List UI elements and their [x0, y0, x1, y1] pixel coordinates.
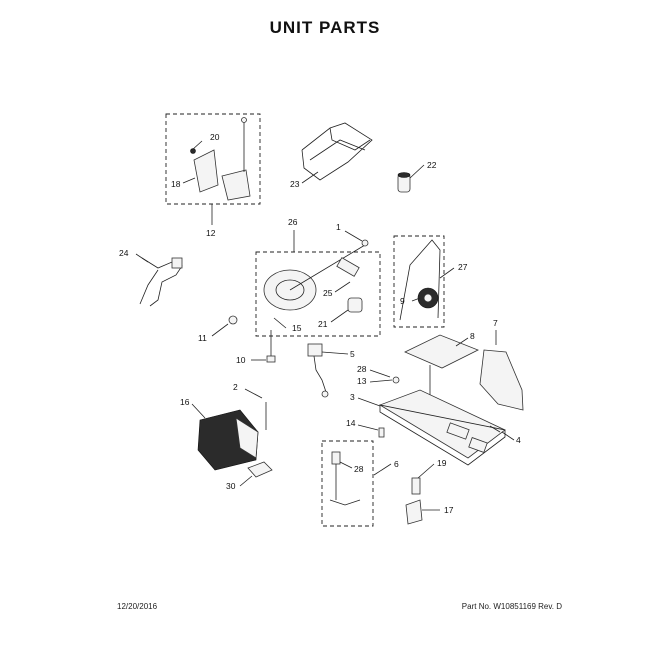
- callout-17: 17: [444, 505, 454, 515]
- callout-3: 3: [350, 392, 355, 402]
- part-4-screw: [489, 425, 501, 433]
- part-27-shroud: [399, 239, 441, 321]
- callout-5: 5: [350, 349, 355, 359]
- callout-22: 22: [427, 160, 437, 170]
- part-11-grommet: [228, 315, 238, 325]
- callout-8: 8: [470, 331, 475, 341]
- callout-12: 12: [206, 228, 216, 238]
- leader-lines: [135, 140, 515, 511]
- part-5-drain-tube: [307, 343, 329, 398]
- callout-25: 25: [323, 288, 333, 298]
- callout-30: 30: [226, 481, 236, 491]
- part-13-clip: [392, 376, 400, 384]
- part-10-bolt: [266, 330, 276, 363]
- callout-13: 13: [357, 376, 367, 386]
- part-22-capacitor: [397, 172, 411, 193]
- part-30-pad: [247, 461, 273, 478]
- callout-19: 19: [437, 458, 447, 468]
- callout-18: 18: [171, 179, 181, 189]
- callout-10: 10: [236, 355, 246, 365]
- callout-9: 9: [400, 296, 405, 306]
- callout-16: 16: [180, 397, 190, 407]
- group-box-27: [393, 235, 445, 328]
- callout-28-top: 28: [357, 364, 367, 374]
- part-26-fan-assembly: [263, 244, 366, 313]
- part-14-screw: [378, 427, 385, 438]
- callout-6: 6: [394, 459, 399, 469]
- part-24-wire-harness: [139, 257, 183, 307]
- callout-21: 21: [318, 319, 328, 329]
- callout-labels: 20 18 12 23 22 26 1 24 27 25 9 21 11 15 …: [119, 132, 521, 515]
- callout-24: 24: [119, 248, 129, 258]
- part-8-plate: [404, 334, 479, 369]
- callout-14: 14: [346, 418, 356, 428]
- part-12-module: [221, 169, 251, 201]
- part-18-bracket: [193, 149, 219, 193]
- part-3-base-pan: [379, 389, 506, 466]
- callout-26: 26: [288, 217, 298, 227]
- part-17-bracket: [405, 477, 423, 525]
- callout-28-bottom: 28: [354, 464, 364, 474]
- callout-23: 23: [290, 179, 300, 189]
- part-7-cover: [479, 349, 524, 411]
- group-box-12: [165, 113, 261, 205]
- callout-15: 15: [292, 323, 302, 333]
- group-box-6: [321, 440, 374, 527]
- callout-7: 7: [493, 318, 498, 328]
- part-23-rack: [301, 122, 373, 181]
- callout-11: 11: [198, 333, 207, 343]
- callout-20: 20: [210, 132, 220, 142]
- footer-date: 12/20/2016: [117, 602, 158, 611]
- page-title: UNIT PARTS: [269, 18, 381, 37]
- callout-27: 27: [458, 262, 468, 272]
- callout-1: 1: [336, 222, 341, 232]
- part-1-screw: [361, 239, 369, 247]
- callout-2: 2: [233, 382, 238, 392]
- callout-4: 4: [516, 435, 521, 445]
- footer-part-number: Part No. W10851169 Rev. D: [461, 602, 562, 611]
- group-box-26: [255, 251, 381, 337]
- part-6-harness: [329, 451, 361, 506]
- part-16-condenser: [197, 402, 267, 471]
